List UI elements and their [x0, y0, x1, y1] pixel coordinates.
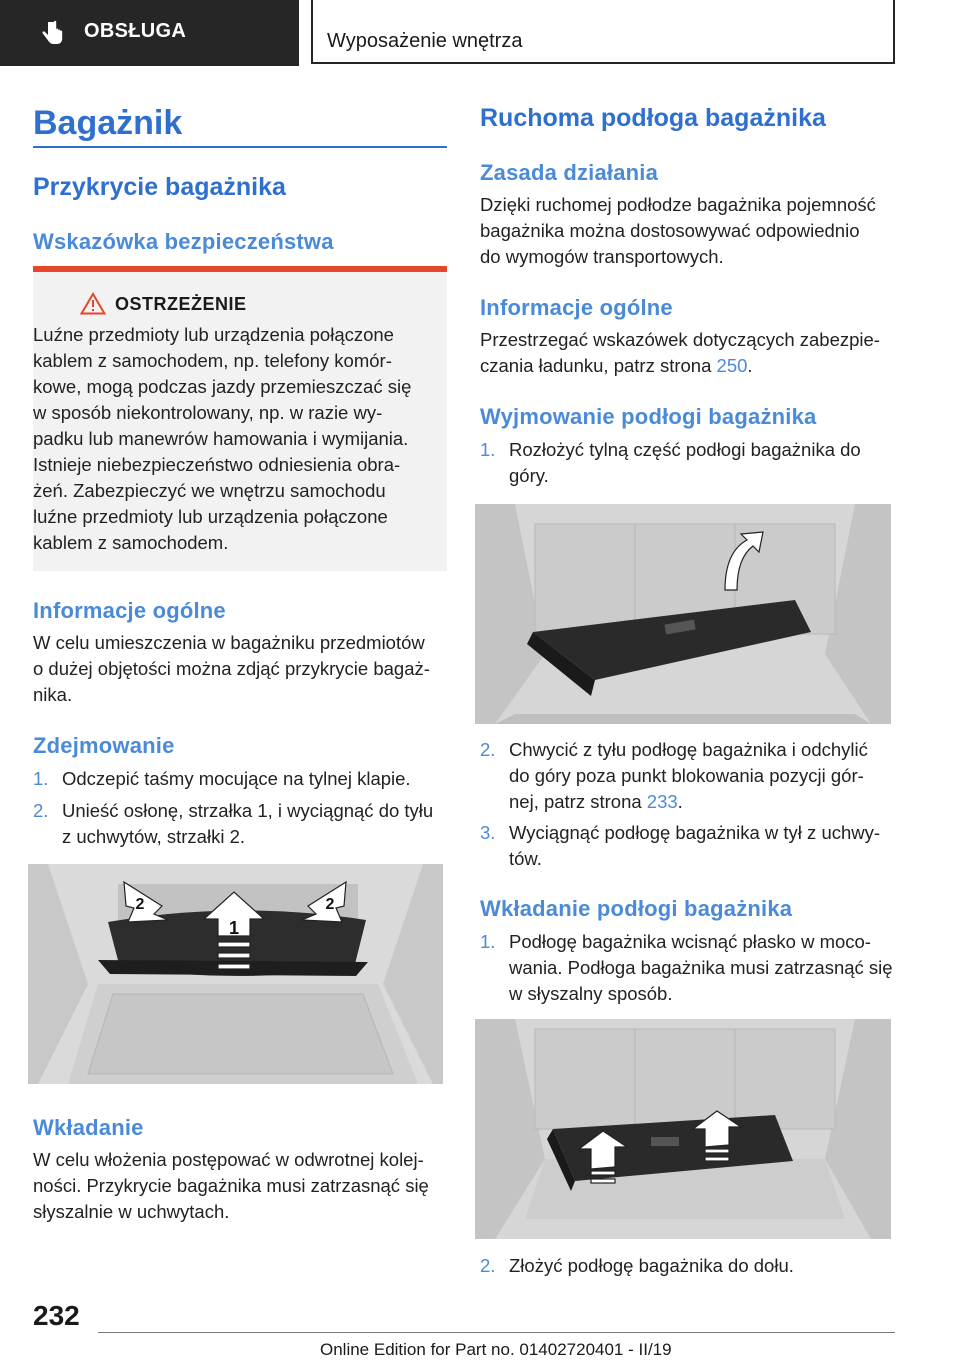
warning-line: kablem z samochodem. [33, 532, 229, 553]
warning-label: OSTRZEŻENIE [115, 294, 247, 314]
warning-bar [33, 266, 447, 272]
list-item: 1. Podłogę bagażnika wcisnąć płasko w mo… [480, 929, 900, 1007]
text-fragment: . [677, 791, 683, 812]
list-item: 2. Chwycić z tyłu podłogę bagażnika i od… [480, 737, 900, 815]
text-fragment: . [747, 355, 753, 376]
step-number: 1. [480, 931, 496, 952]
removal-heading: Zdejmowanie [33, 733, 175, 758]
page-title: Bagażnik [33, 104, 183, 142]
title-rule [33, 146, 447, 148]
warning-text: Luźne przedmioty lub urządzenia połączon… [33, 322, 447, 556]
arrow-label-2b: 2 [326, 896, 335, 913]
arrow-label-2a: 2 [136, 896, 145, 913]
warning-line: żeń. Zabezpieczyć we wnętrzu samochodu [33, 480, 386, 501]
section-tab[interactable]: OBSŁUGA [0, 0, 299, 66]
insert-text-left: W celu włożenia postępować w odwrotnej k… [33, 1147, 453, 1225]
list-item: 1. Odczepić taśmy mocujące na tylnej kla… [33, 766, 453, 792]
warning-triangle-icon [80, 292, 106, 315]
text-line: W celu umieszczenia w bagażniku przedmio… [33, 632, 425, 653]
text-line: słyszalnie w uchwytach. [33, 1201, 230, 1222]
principle-heading: Zasada działania [480, 160, 659, 185]
insert-floor-steps-a: 1. Podłogę bagażnika wcisnąć płasko w mo… [480, 929, 900, 1007]
warning-line: kablem z samochodem, np. telefony komór- [33, 350, 392, 371]
warning-line: luźne przedmioty lub urządzenia połączon… [33, 506, 388, 527]
text-line: nika. [33, 684, 73, 705]
subtitle: Przykrycie bagażnika [33, 173, 286, 201]
list-item: 2. Unieść osłonę, strzałka 1, i wyciągną… [33, 798, 453, 850]
remove-floor-heading: Wyjmowanie podłogi bagażnika [480, 404, 817, 429]
step-text: Rozłożyć tylną część podłogi bagażnika d… [509, 439, 861, 460]
section-title: OBSŁUGA [84, 20, 187, 42]
step-text: Odczepić taśmy mocujące na tylnej klapie… [62, 768, 411, 789]
step-number: 2. [480, 1255, 496, 1276]
step-text: Wyciągnąć podłogę bagażnika w tył z uchw… [509, 822, 881, 843]
warning-line: Istnieje niebezpieczeństwo odniesienia o… [33, 454, 401, 475]
list-item: 1. Rozłożyć tylną część podłogi bagażnik… [480, 437, 900, 489]
text-fragment: nej, patrz strona [509, 791, 647, 812]
warning-line: w sposób niekontrolowany, np. w razie wy… [33, 402, 383, 423]
step-text: nej, patrz strona 233. [509, 789, 900, 815]
hand-icon [42, 20, 63, 44]
warning-box: OSTRZEŻENIE Luźne przedmioty lub urządze… [33, 266, 447, 571]
step-text: Unieść osłonę, strzałka 1, i wyciągnąć d… [62, 800, 434, 821]
text-line: bagażnika można dostosowywać odpowiednio [480, 220, 860, 241]
insert-floor-steps-b: 2. Złożyć podłogę bagażnika do dołu. [480, 1253, 900, 1279]
warning-line: padku lub manewrów hamowania i wymijania… [33, 428, 409, 449]
step-number: 3. [480, 822, 496, 843]
text-line: Przestrzegać wskazówek dotyczących zabez… [480, 329, 880, 350]
arrow-label-1: 1 [229, 918, 239, 938]
footer-rule [98, 1332, 895, 1333]
list-item: 2. Złożyć podłogę bagażnika do dołu. [480, 1253, 900, 1279]
text-line: W celu włożenia postępować w odwrotnej k… [33, 1149, 424, 1170]
step-text: tów. [509, 848, 542, 869]
right-title: Ruchoma podłoga bagażnika [480, 104, 826, 132]
safety-heading: Wskazówka bezpieczeństwa [33, 229, 334, 254]
general-heading-left: Informacje ogólne [33, 598, 226, 623]
removal-steps: 1. Odczepić taśmy mocujące na tylnej kla… [33, 766, 453, 850]
step-number: 2. [33, 800, 49, 821]
insert-heading-left: Wkładanie [33, 1115, 144, 1140]
warning-line: Luźne przedmioty lub urządzenia połączon… [33, 324, 394, 345]
remove-floor-steps-b: 2. Chwycić z tyłu podłogę bagażnika i od… [480, 737, 900, 872]
step-text: z uchwytów, strzałki 2. [62, 826, 246, 847]
figure-floor-insert [475, 1019, 891, 1239]
general-heading-right: Informacje ogólne [480, 295, 673, 320]
general-text-right: Przestrzegać wskazówek dotyczących zabez… [480, 327, 900, 379]
step-number: 2. [480, 739, 496, 760]
step-text: wania. Podłoga bagażnika musi zatrzasnąć… [509, 957, 893, 978]
step-text: do góry poza punkt blokowania pozycji gó… [509, 765, 864, 786]
text-line: Dzięki ruchomej podłodze bagażnika pojem… [480, 194, 876, 215]
principle-text: Dzięki ruchomej podłodze bagażnika pojem… [480, 192, 900, 270]
warning-line: kowe, mogą podczas jazdy przemieszczać s… [33, 376, 412, 397]
footer-edition: Online Edition for Part no. 01402720401 … [320, 1340, 672, 1359]
text-fragment: czania ładunku, patrz strona [480, 355, 717, 376]
step-number: 1. [480, 439, 496, 460]
step-text: Podłogę bagażnika wcisnąć płasko w moco- [509, 931, 871, 952]
figure-floor-fold-up [475, 504, 891, 724]
page-link-250[interactable]: 250 [716, 355, 748, 376]
text-line: do wymogów transportowych. [480, 246, 724, 267]
step-text: w słyszalny sposób. [509, 983, 673, 1004]
breadcrumb: Wyposażenie wnętrza [311, 0, 895, 64]
step-text: góry. [509, 465, 549, 486]
step-text: Chwycić z tyłu podłogę bagażnika i odchy… [509, 739, 868, 760]
insert-floor-heading: Wkładanie podłogi bagażnika [480, 896, 793, 921]
page-number: 232 [33, 1300, 80, 1331]
breadcrumb-text: Wyposażenie wnętrza [327, 30, 523, 52]
figure-cover-removal: 1 2 2 [28, 864, 443, 1084]
page-link-233[interactable]: 233 [646, 791, 678, 812]
text-line: ności. Przykrycie bagażnika musi zatrzas… [33, 1175, 429, 1196]
step-number: 1. [33, 768, 49, 789]
text-line: czania ładunku, patrz strona 250. [480, 353, 900, 379]
remove-floor-steps-a: 1. Rozłożyć tylną część podłogi bagażnik… [480, 437, 900, 489]
list-item: 3. Wyciągnąć podłogę bagażnika w tył z u… [480, 820, 900, 872]
text-line: o dużej objętości można zdjąć przykrycie… [33, 658, 430, 679]
general-text-left: W celu umieszczenia w bagażniku przedmio… [33, 630, 453, 708]
step-text: Złożyć podłogę bagażnika do dołu. [509, 1255, 794, 1276]
